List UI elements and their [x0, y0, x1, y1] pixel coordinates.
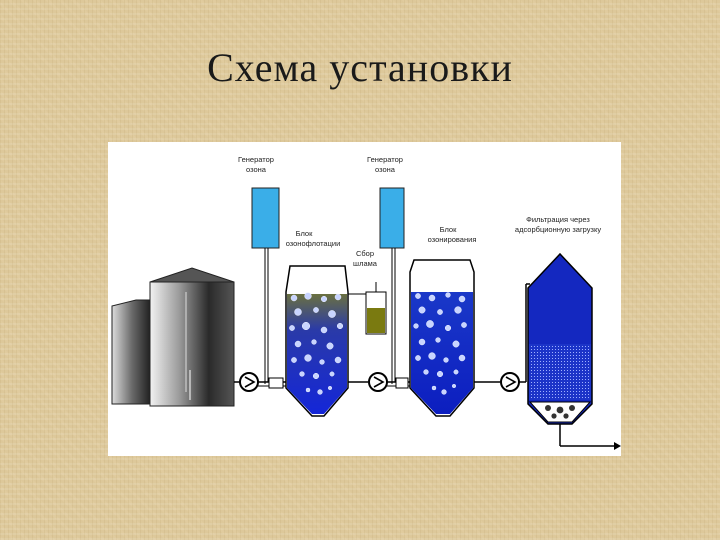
sludge-label-b: шлама — [353, 259, 378, 268]
filter-label-a: Фильтрация через — [526, 215, 590, 224]
outlet-arrow — [559, 424, 621, 450]
sludge-label-a: Сбор — [356, 249, 374, 258]
sludge-collector — [348, 282, 387, 335]
flotation-label-b: озонофлотации — [286, 239, 341, 248]
pump-2-icon — [368, 372, 388, 392]
adsorption-filter — [527, 252, 593, 425]
ozone-gen-2-label-a: Генератор — [367, 155, 403, 164]
flotation-block — [285, 265, 349, 417]
pump-1-icon — [239, 372, 259, 392]
ozonation-label-b: озонирования — [428, 235, 477, 244]
filter-label-b: адсорбционную загрузку — [515, 225, 601, 234]
ozone-gen-1-label-b: озона — [246, 165, 267, 174]
ozonation-label-a: Блок — [440, 225, 457, 234]
flotation-label-a: Блок — [296, 229, 313, 238]
storage-tank-back — [111, 299, 153, 405]
ozone-generator-2 — [379, 187, 409, 389]
ozone-generator-1 — [251, 187, 284, 389]
ozone-gen-1-label-a: Генератор — [238, 155, 274, 164]
storage-tank-front — [149, 267, 235, 407]
slide-title: Схема установки — [207, 45, 513, 90]
ozonation-block — [409, 259, 475, 417]
pump-3-icon — [500, 372, 520, 392]
process-diagram: Генератор озона Блок озонофлотации — [108, 142, 621, 456]
ozone-gen-2-label-b: озона — [375, 165, 396, 174]
